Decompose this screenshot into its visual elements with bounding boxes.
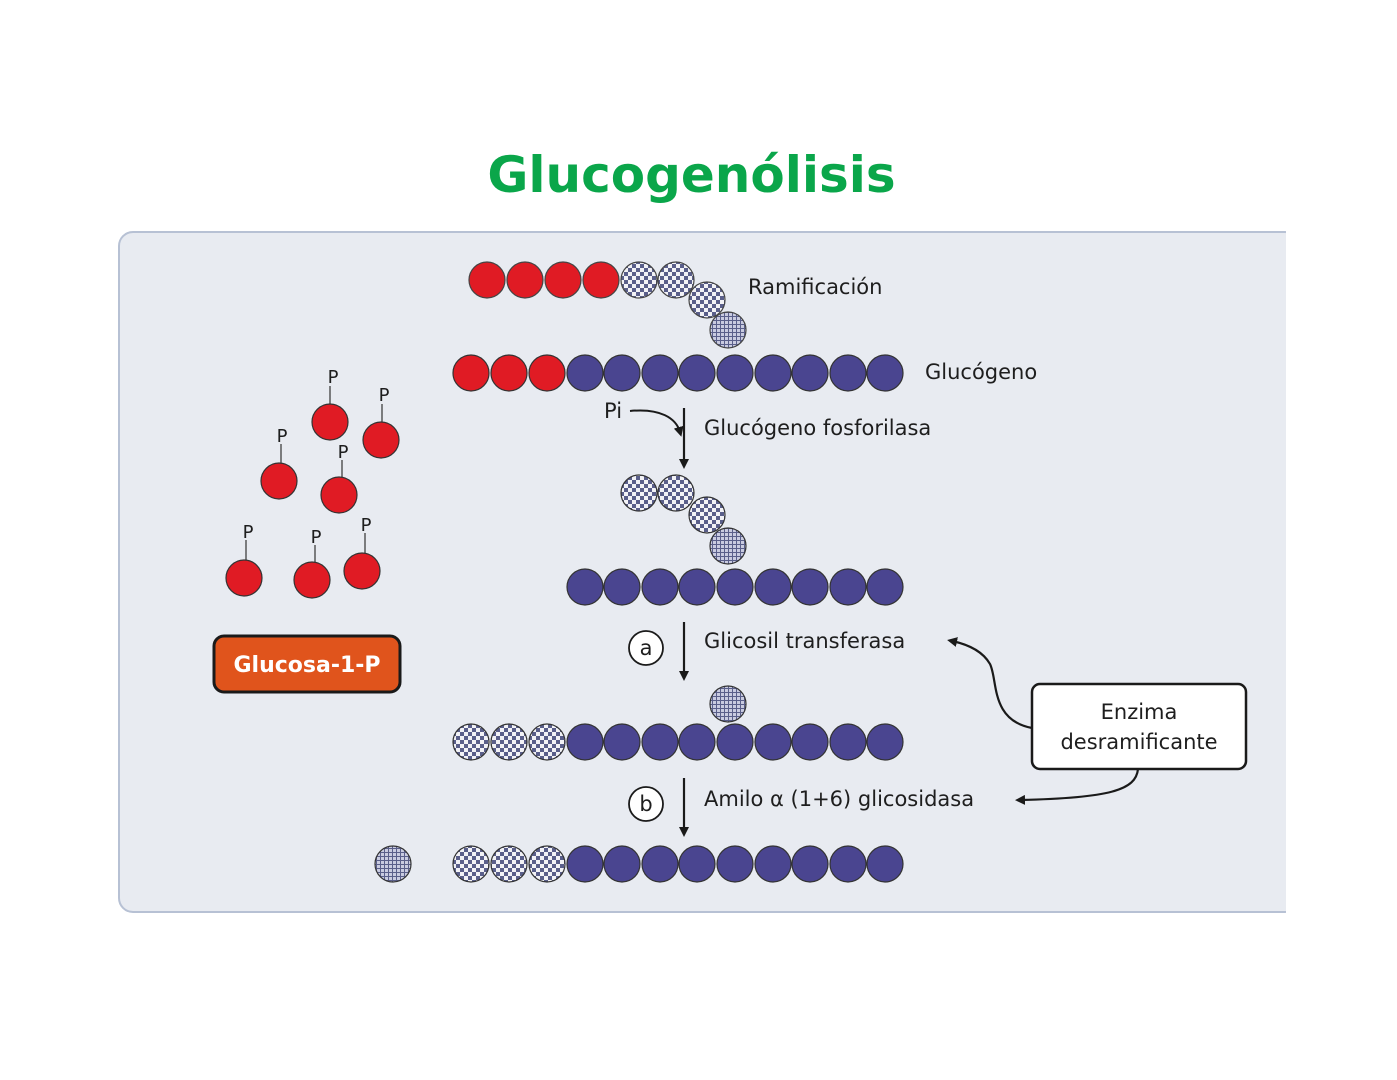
label-amilo-glicosidasa: Amilo α (1+6) glicosidasa — [704, 787, 974, 811]
glycogen-chain — [452, 354, 904, 392]
phosphate-label: P — [379, 385, 390, 406]
phosphate-label: P — [338, 442, 349, 463]
debranching-enzyme-box — [1030, 682, 1248, 771]
enzyme-to-transferase-arrow — [947, 637, 1033, 730]
glucose-1-p-badge — [212, 634, 402, 694]
phosphate-label: P — [361, 515, 372, 536]
label-glucogeno-fosforilasa: Glucógeno fosforilasa — [704, 416, 931, 440]
phosphate-label: P — [277, 426, 288, 447]
enzyme-label-line1: Enzima — [1101, 700, 1178, 724]
step-a-marker — [628, 630, 664, 666]
step-b-label: b — [639, 792, 652, 816]
final-chain — [452, 845, 904, 883]
phosphate-label: P — [328, 367, 339, 388]
label-glicosil-transferasa: Glicosil transferasa — [704, 629, 905, 653]
glucose-1-p-label: Glucosa-1-P — [233, 653, 380, 678]
step-a-label: a — [640, 636, 653, 660]
phosphate-label: P — [311, 527, 322, 548]
label-glucogeno: Glucógeno — [925, 360, 1037, 384]
step-b-marker — [628, 786, 664, 822]
page-title: Glucogenólisis — [487, 146, 896, 204]
free-glucose — [374, 845, 412, 883]
label-pi: Pi — [604, 399, 622, 423]
limit-branch-chain — [566, 474, 904, 606]
label-ramificacion: Ramificación — [748, 275, 882, 299]
branch-chain — [468, 261, 747, 349]
enzyme-to-glucosidase-arrow — [1015, 768, 1140, 805]
glucose-1-phosphate-cluster — [225, 386, 400, 599]
phosphate-labels: P P P P P P P — [243, 367, 390, 548]
transferred-chain — [452, 685, 904, 761]
phosphate-label: P — [243, 522, 254, 543]
enzyme-label-line2: desramificante — [1060, 730, 1217, 754]
pi-curved-arrow — [629, 409, 684, 437]
